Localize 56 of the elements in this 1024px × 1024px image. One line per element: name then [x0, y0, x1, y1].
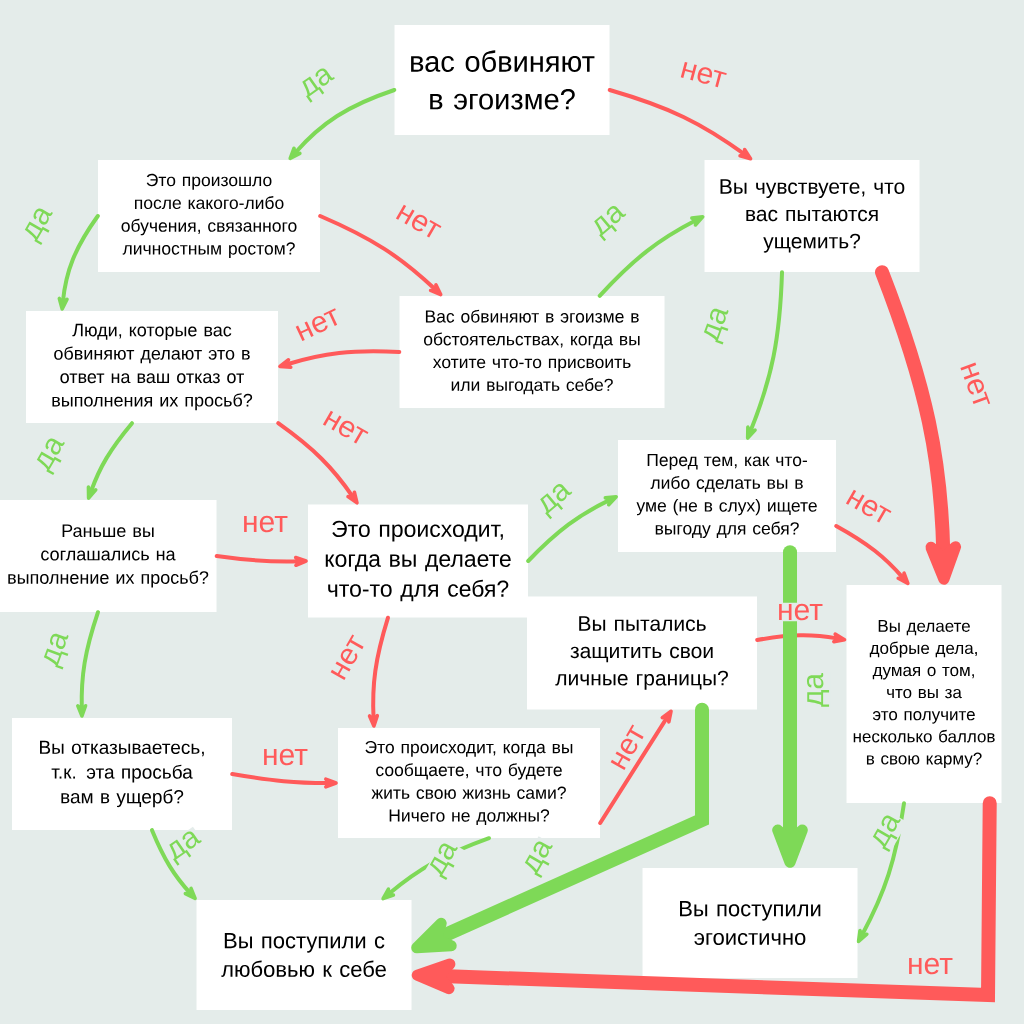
- edge-label: да: [520, 836, 560, 880]
- edge-label: нет: [958, 359, 992, 411]
- question-box: Вас обвиняют в эгоизме в обстоятельствах, когда вы хотите что-то присвоить или выгодать себе?: [399, 296, 665, 408]
- edge-label: нет: [608, 722, 648, 774]
- edge-label: нет: [392, 202, 444, 242]
- arrow: [526, 495, 618, 563]
- question-box: Вы отказываетесь, т.к. эта просьба вам в ущерб?: [12, 718, 232, 830]
- edge-label: да: [700, 303, 736, 347]
- edge-label: нет: [328, 632, 368, 684]
- edge-label: нет: [319, 408, 371, 448]
- edge-label: да: [868, 810, 908, 854]
- question-box: Это происходит, когда вы делаете что-то для себя?: [308, 504, 528, 618]
- question-box: Это происходит, когда вы сообщаете, что будете жить свою жизнь сами? Ничего не должны?: [338, 728, 600, 838]
- arrow: [745, 270, 784, 440]
- question-box: Вы пытались защитить свои личные границы?: [527, 596, 757, 710]
- arrow: [856, 801, 906, 944]
- arrow: [57, 214, 100, 311]
- edge-label: нет: [292, 306, 344, 344]
- edge-label: да: [296, 63, 340, 105]
- arrow: [288, 88, 397, 161]
- arrow: [86, 421, 134, 500]
- edge-label: да: [40, 628, 76, 672]
- arrow: [230, 772, 338, 789]
- question-box: Это произошло после какого-либо обучения, связанного личностным ростом?: [98, 160, 320, 272]
- question-box: Раньше вы соглашались на выполнение их просьб?: [0, 500, 217, 612]
- arrow: [834, 524, 910, 586]
- edge-label: да: [163, 826, 207, 868]
- result-box: Вы поступили эгоистично: [642, 868, 858, 978]
- question-box: Вы чувствуете, что вас пытаются ущемить?: [704, 160, 920, 272]
- arrow: [607, 88, 753, 161]
- arrow: [278, 349, 402, 369]
- question-box: Люди, которые вас обвиняют делают это в ответ на ваш отказ от выполнения их просьб?: [26, 311, 278, 423]
- arrow: [411, 702, 709, 954]
- edge-label: да: [425, 838, 465, 882]
- arrow: [214, 554, 308, 568]
- question-box: Вы делаете добрые дела, думая о том, что вы за это получите несколько баллов в свою карму?: [846, 585, 1002, 803]
- edge-label: нет: [842, 487, 894, 527]
- arrow: [597, 215, 705, 298]
- arrow: [772, 545, 808, 868]
- question-box: вас обвиняют в эгоизме?: [394, 25, 610, 135]
- arrow: [276, 421, 359, 505]
- result-box: Вы поступили с любовью к себе: [196, 900, 412, 1010]
- arrow: [150, 828, 197, 901]
- arrow: [598, 709, 673, 825]
- arrow: [755, 632, 847, 644]
- arrow: [875, 265, 962, 585]
- question-box: Перед тем, как что-либо сделать вы в уме (не в слух) ищете выгоду для себя?: [618, 440, 836, 552]
- arrow: [411, 796, 997, 1003]
- edge-label: да: [534, 479, 578, 521]
- arrow: [76, 610, 100, 718]
- edge-label: да: [32, 433, 72, 477]
- edge-label: да: [20, 203, 60, 247]
- edge-label: да: [588, 201, 632, 243]
- arrow: [318, 214, 443, 297]
- arrow: [367, 615, 390, 728]
- edge-label: нет: [677, 59, 729, 91]
